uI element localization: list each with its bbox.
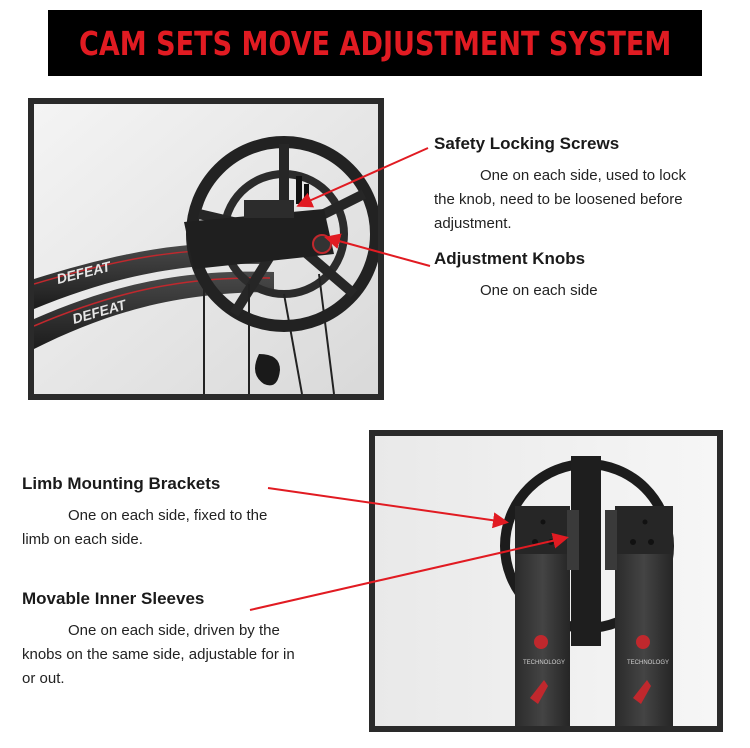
title-banner: CAM SETS MOVE ADJUSTMENT SYSTEM bbox=[48, 10, 702, 76]
safety-screws-title: Safety Locking Screws bbox=[434, 134, 620, 153]
cam-closeup-image: DEFEAT DEFEAT bbox=[34, 104, 378, 394]
inner-sleeves-text: One on each side, driven by the knobs on… bbox=[22, 622, 295, 687]
inner-sleeves-title: Movable Inner Sleeves bbox=[22, 589, 205, 608]
banner-title: CAM SETS MOVE ADJUSTMENT SYSTEM bbox=[78, 23, 672, 63]
limb-text-right: TECHNOLOGY bbox=[627, 660, 669, 666]
limb-brackets-image: TECHNOLOGY TECHNOLOGY bbox=[375, 436, 717, 726]
limb-brackets-photo: TECHNOLOGY TECHNOLOGY bbox=[369, 430, 723, 732]
adjust-knobs-text: One on each side bbox=[480, 282, 598, 299]
adjust-knobs-title: Adjustment Knobs bbox=[434, 249, 586, 268]
limb-text-left: TECHNOLOGY bbox=[523, 660, 565, 666]
limb-brackets-text: One on each side, fixed to the limb on e… bbox=[22, 507, 268, 548]
limb-brackets-title: Limb Mounting Brackets bbox=[22, 474, 221, 493]
safety-screws-text: One on each side, used to lock the knob,… bbox=[434, 167, 686, 232]
cam-closeup-photo: DEFEAT DEFEAT bbox=[28, 98, 384, 400]
